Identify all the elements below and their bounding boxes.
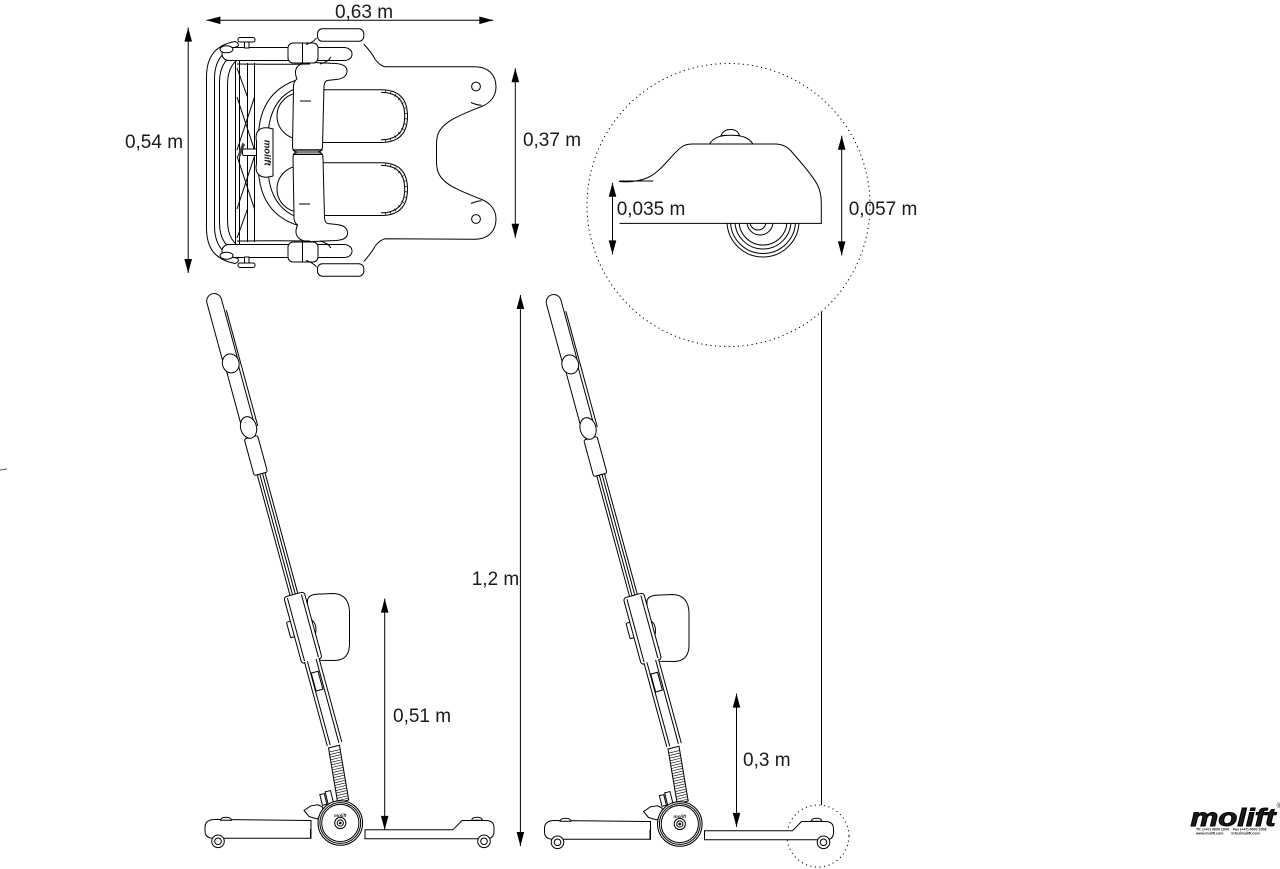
svg-text:0,3 m: 0,3 m	[743, 750, 791, 771]
svg-text:0,51 m: 0,51 m	[393, 706, 451, 727]
svg-text:molift: molift	[334, 813, 347, 818]
svg-text:0,057 m: 0,057 m	[849, 199, 918, 220]
svg-text:0,035 m: 0,035 m	[617, 199, 686, 220]
svg-text:Tlf. (+47) 4000 1004 Fax (+: Tlf. (+47) 4000 1004 Fax (+47) 4000 1008	[1196, 828, 1267, 832]
svg-text:www.molift.com info@mol: www.molift.com info@molift.com	[1195, 832, 1260, 836]
svg-text:0,54 m: 0,54 m	[125, 132, 183, 153]
svg-text:®: ®	[1277, 802, 1280, 810]
svg-text:0,37 m: 0,37 m	[523, 130, 581, 151]
svg-text:0,63 m: 0,63 m	[335, 2, 393, 23]
svg-text:molift: molift	[1191, 803, 1278, 831]
svg-text:molift: molift	[262, 140, 273, 167]
svg-text:1,2 m: 1,2 m	[472, 569, 520, 590]
